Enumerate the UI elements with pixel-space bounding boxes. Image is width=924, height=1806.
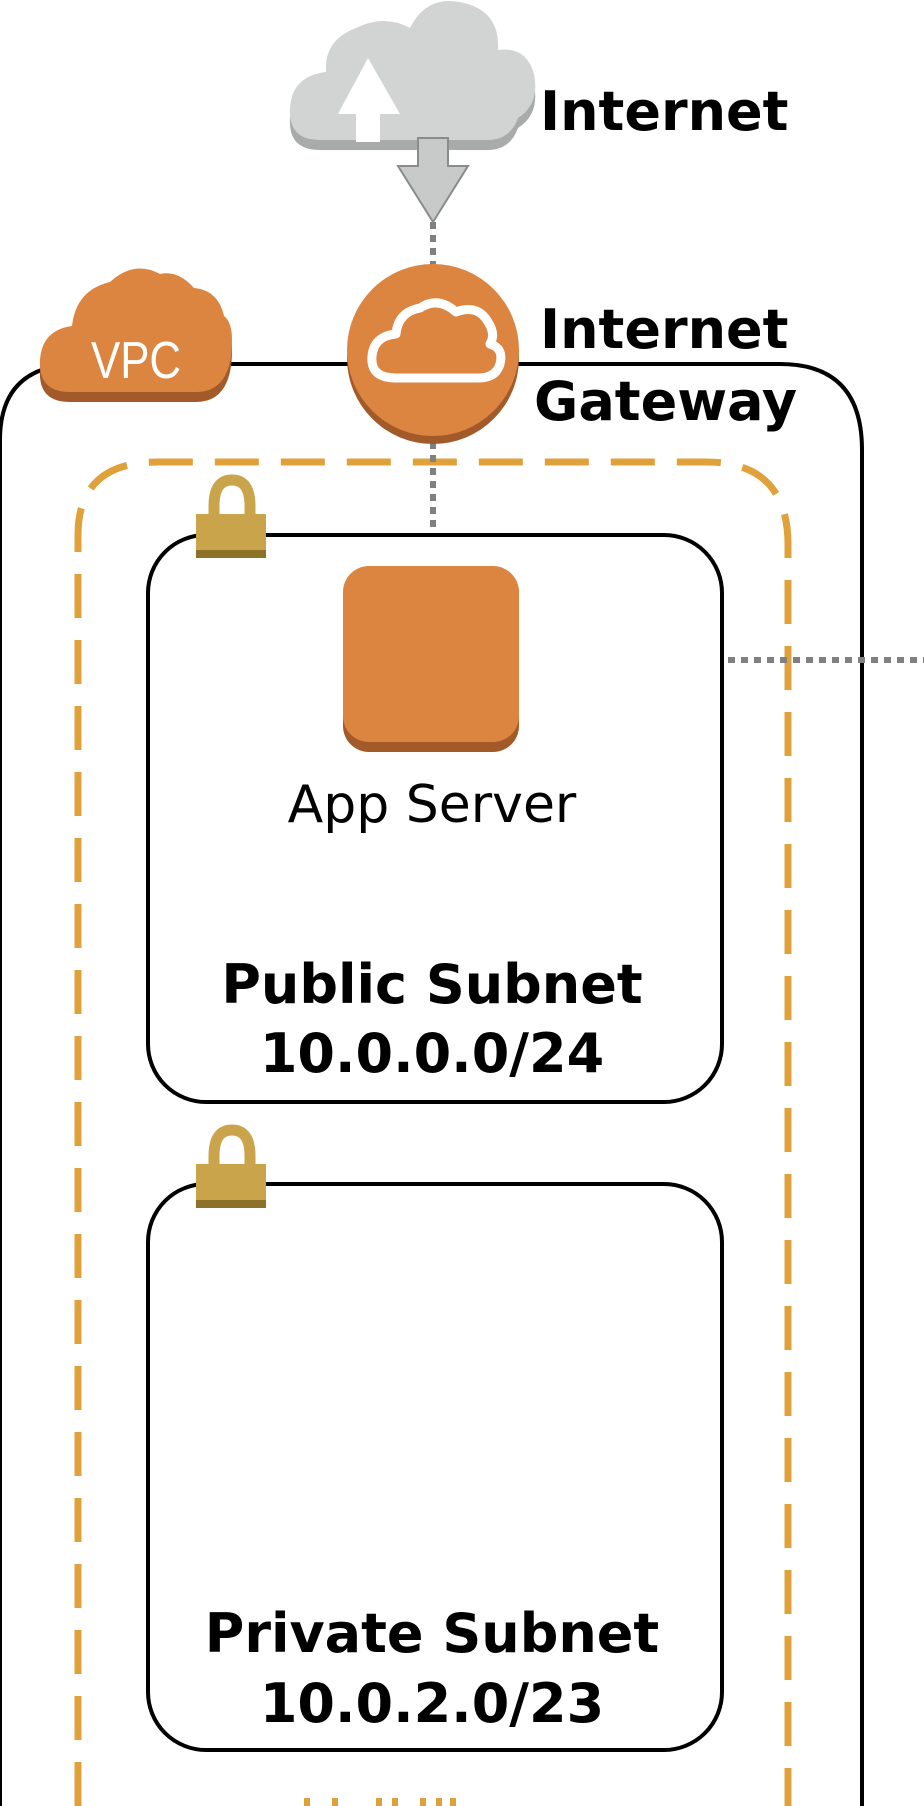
lock-icon xyxy=(196,474,266,558)
app-server-label: App Server xyxy=(288,775,577,835)
private-subnet-cidr: 10.0.2.0/23 xyxy=(260,1672,604,1735)
availability-zone-label-fragment xyxy=(304,1798,456,1806)
vpc-badge-text: VPC xyxy=(91,332,181,390)
private-subnet-box xyxy=(146,1182,724,1752)
availability-zone-boundary xyxy=(74,458,792,1806)
vpc-boundary xyxy=(0,362,864,1806)
server-icon xyxy=(343,566,519,752)
lock-icon xyxy=(196,1124,266,1208)
public-subnet-box xyxy=(146,533,724,1104)
public-subnet-cidr: 10.0.0.0/24 xyxy=(260,1022,604,1085)
vpc-cloud-icon xyxy=(39,268,232,402)
public-subnet-name: Public Subnet xyxy=(221,953,642,1016)
internet-gateway-label-line2: Gateway xyxy=(534,370,797,433)
internet-label: Internet xyxy=(540,80,788,143)
cloud-upload-icon xyxy=(289,1,536,224)
cloud-icon xyxy=(347,264,519,444)
private-subnet-name: Private Subnet xyxy=(205,1602,659,1665)
internet-gateway-label-line1: Internet xyxy=(540,298,788,361)
